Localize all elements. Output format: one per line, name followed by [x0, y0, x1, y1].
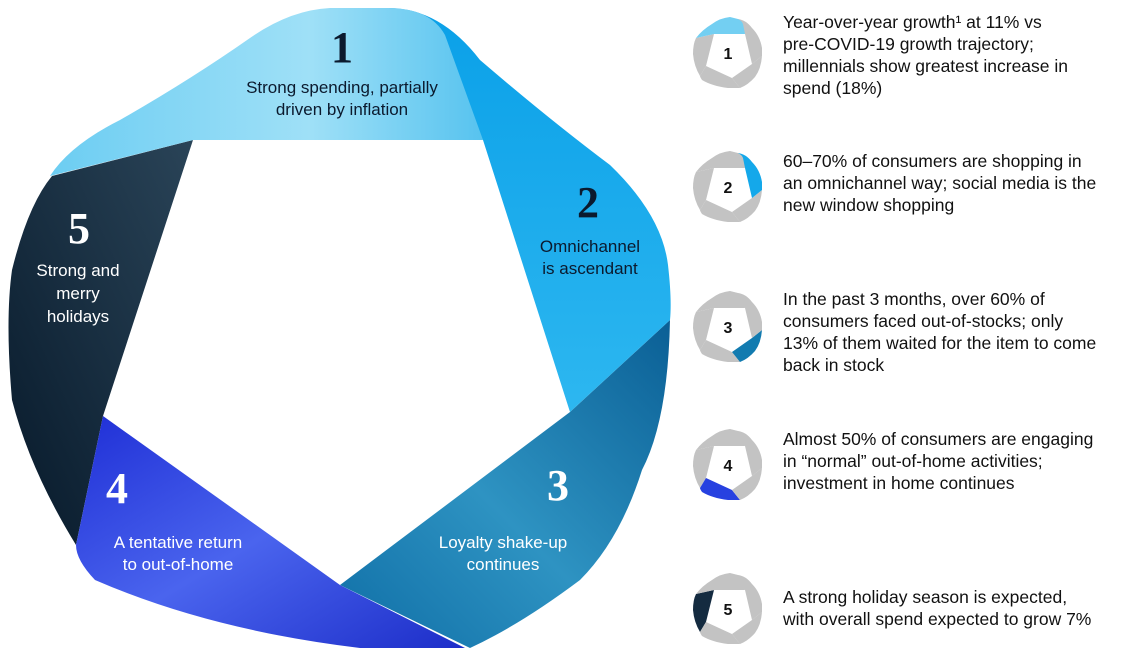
legend-5-line-2: with overall spend expected to grow 7%: [783, 609, 1092, 629]
segment-2-number: 2: [577, 178, 599, 227]
legend-1-line-2: pre-COVID-19 growth trajectory;: [783, 34, 1034, 54]
mini-wheel-1-number: 1: [724, 46, 733, 63]
segment-1-label-line-1: Strong spending, partially: [246, 78, 438, 97]
mini-wheel-1-icon: 1: [693, 17, 762, 88]
legend-3-line-3: 13% of them waited for the item to come: [783, 333, 1097, 353]
mini-wheel-5-segment-1: [696, 573, 745, 594]
legend-3-line-2: consumers faced out-of-stocks; only: [783, 311, 1064, 331]
segment-2-band: [388, 8, 671, 412]
legend-4-line-1: Almost 50% of consumers are engaging: [783, 429, 1094, 449]
segment-4-label-line-1: A tentative return: [114, 533, 243, 552]
segment-3-label-line-2: continues: [467, 555, 540, 574]
segment-3-band: [340, 320, 670, 648]
mini-wheel-2-segment-1: [696, 151, 745, 172]
legend-text-2: 60–70% of consumers are shopping in an o…: [783, 150, 1138, 216]
legend-3-line-4: back in stock: [783, 355, 885, 375]
mini-wheel-4-segment-3: [732, 468, 762, 500]
segment-5-label-line-3: holidays: [47, 307, 109, 326]
mini-wheel-3-segment-5: [693, 308, 714, 350]
mini-wheel-1-segment-1: [696, 17, 745, 38]
mini-wheel-2-number: 2: [724, 180, 733, 197]
mini-wheel-4-segment-5: [693, 446, 714, 488]
mini-wheel-5-segment-3: [732, 612, 762, 644]
segment-5-label-line-2: merry: [56, 284, 100, 303]
mini-wheel-3-number: 3: [724, 320, 733, 337]
segment-3-number: 3: [547, 461, 569, 510]
legend-2-line-3: new window shopping: [783, 195, 955, 215]
legend-item-5: 5 A strong holiday season is expected, w…: [690, 570, 1138, 650]
segment-4-number: 4: [106, 464, 128, 513]
mini-wheel-4-number: 4: [724, 458, 733, 475]
mini-wheel-1-segment-4: [700, 66, 740, 88]
segment-4-label-line-2: to out-of-home: [123, 555, 234, 574]
segment-4-band: [76, 416, 465, 648]
segment-2-label-line-2: is ascendant: [542, 259, 638, 278]
legend-item-3: 3 In the past 3 months, over 60% of cons…: [690, 288, 1138, 375]
mini-wheel-3-segment-1: [696, 291, 745, 312]
legend-2-line-2: an omnichannel way; social media is the: [783, 173, 1097, 193]
legend-5-line-1: A strong holiday season is expected,: [783, 587, 1068, 607]
legend-4-line-2: in “normal” out-of-home activities;: [783, 451, 1043, 471]
segment-5-label-line-1: Strong and: [36, 261, 119, 280]
cycle-wheel-diagram: 1 Strong spending, partially driven by i…: [8, 8, 671, 648]
legend-3-line-1: In the past 3 months, over 60% of: [783, 289, 1045, 309]
mini-wheel-5-number: 5: [724, 602, 733, 619]
legend-1-line-1: Year-over-year growth¹ at 11% vs: [783, 12, 1042, 32]
mini-wheel-4-icon: 4: [693, 429, 762, 500]
legend-item-4: 4 Almost 50% of consumers are engaging i…: [690, 426, 1138, 506]
mini-wheel-5-segment-5: [693, 590, 714, 632]
mini-wheel-3-segment-3: [732, 330, 762, 362]
mini-wheel-4-segment-1: [696, 429, 745, 450]
legend-1-line-3: millennials show greatest increase in: [783, 56, 1068, 76]
mini-wheel-1-segment-3: [732, 56, 762, 88]
legend-4-line-3: investment in home continues: [783, 473, 1015, 493]
segment-1-band: [50, 8, 483, 176]
segment-2-label-line-1: Omnichannel: [540, 237, 640, 256]
mini-wheel-1-segment-5: [693, 34, 714, 76]
mini-wheel-2-segment-4: [700, 200, 740, 222]
legend-item-2: 2 60–70% of consumers are shopping in an…: [690, 148, 1138, 228]
mini-wheel-2-segment-3: [732, 190, 762, 222]
mini-wheel-3-icon: 3: [693, 291, 762, 362]
mini-wheel-5-segment-4: [700, 622, 740, 644]
mini-wheel-4-segment-4: [700, 478, 740, 500]
segment-1-number: 1: [331, 23, 353, 72]
legend-item-1: 1 Year-over-year growth¹ at 11% vs pre-C…: [690, 12, 1138, 98]
mini-wheel-2-segment-5: [693, 168, 714, 210]
segment-1-label-line-2: driven by inflation: [276, 100, 408, 119]
mini-wheel-2-icon: 2: [693, 151, 762, 222]
legend-text-1: Year-over-year growth¹ at 11% vs pre-COV…: [783, 11, 1138, 99]
segment-5-number: 5: [68, 204, 90, 253]
segment-5-band: [8, 140, 193, 545]
legend-2-line-1: 60–70% of consumers are shopping in: [783, 151, 1082, 171]
legend-text-3: In the past 3 months, over 60% of consum…: [783, 288, 1138, 376]
mini-wheel-3-segment-4: [700, 340, 740, 362]
segment-3-label-line-1: Loyalty shake-up: [439, 533, 568, 552]
mini-wheel-5-icon: 5: [693, 573, 762, 644]
legend-text-5: A strong holiday season is expected, wit…: [783, 586, 1138, 630]
legend-1-line-4: spend (18%): [783, 78, 883, 98]
legend-text-4: Almost 50% of consumers are engaging in …: [783, 428, 1138, 494]
